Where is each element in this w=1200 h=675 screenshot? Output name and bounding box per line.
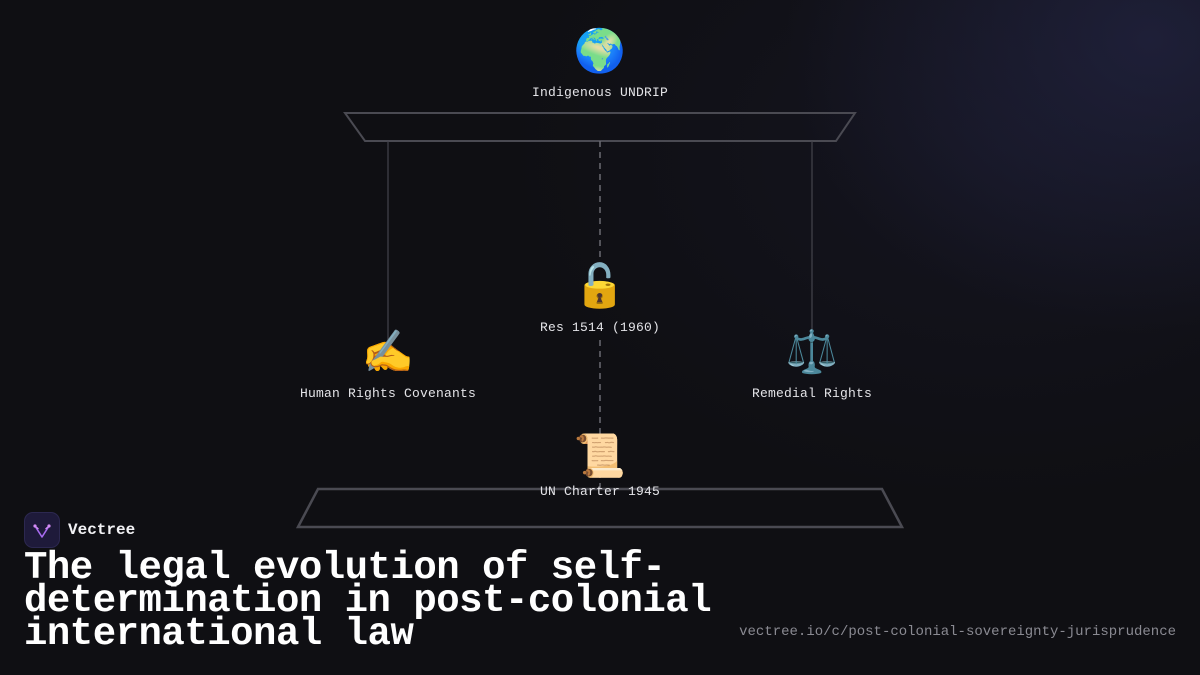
- node-res-1514: 🔓 Res 1514 (1960): [539, 261, 661, 336]
- node-remedial-rights: ⚖️ Remedial Rights: [751, 327, 873, 402]
- brand-name: Vectree: [68, 521, 136, 539]
- globe-icon: 🌍: [573, 26, 627, 75]
- unlocked-padlock-icon: 🔓: [573, 261, 627, 310]
- node-human-rights-covenants: ✍️ Human Rights Covenants: [299, 327, 477, 402]
- top-platform: [343, 112, 857, 142]
- balance-scale-icon: ⚖️: [785, 327, 839, 376]
- node-label: Indigenous UNDRIP: [531, 85, 669, 100]
- brand[interactable]: Vectree: [24, 512, 135, 548]
- node-label: Human Rights Covenants: [299, 386, 477, 401]
- page-title: The legal evolution of self-determinatio…: [24, 546, 712, 656]
- node-undrip: 🌍 Indigenous UNDRIP: [531, 26, 669, 101]
- node-label: Remedial Rights: [751, 386, 873, 401]
- node-label: Res 1514 (1960): [539, 320, 661, 335]
- node-un-charter: 📜 UN Charter 1945: [539, 431, 661, 500]
- writing-hand-icon: ✍️: [361, 327, 415, 376]
- vectree-logo-icon: [24, 512, 60, 548]
- scroll-icon: 📜: [573, 431, 627, 480]
- bottom-platform: [295, 487, 905, 529]
- node-label: UN Charter 1945: [539, 484, 661, 499]
- source-url[interactable]: vectree.io/c/post-colonial-sovereignty-j…: [739, 624, 1176, 640]
